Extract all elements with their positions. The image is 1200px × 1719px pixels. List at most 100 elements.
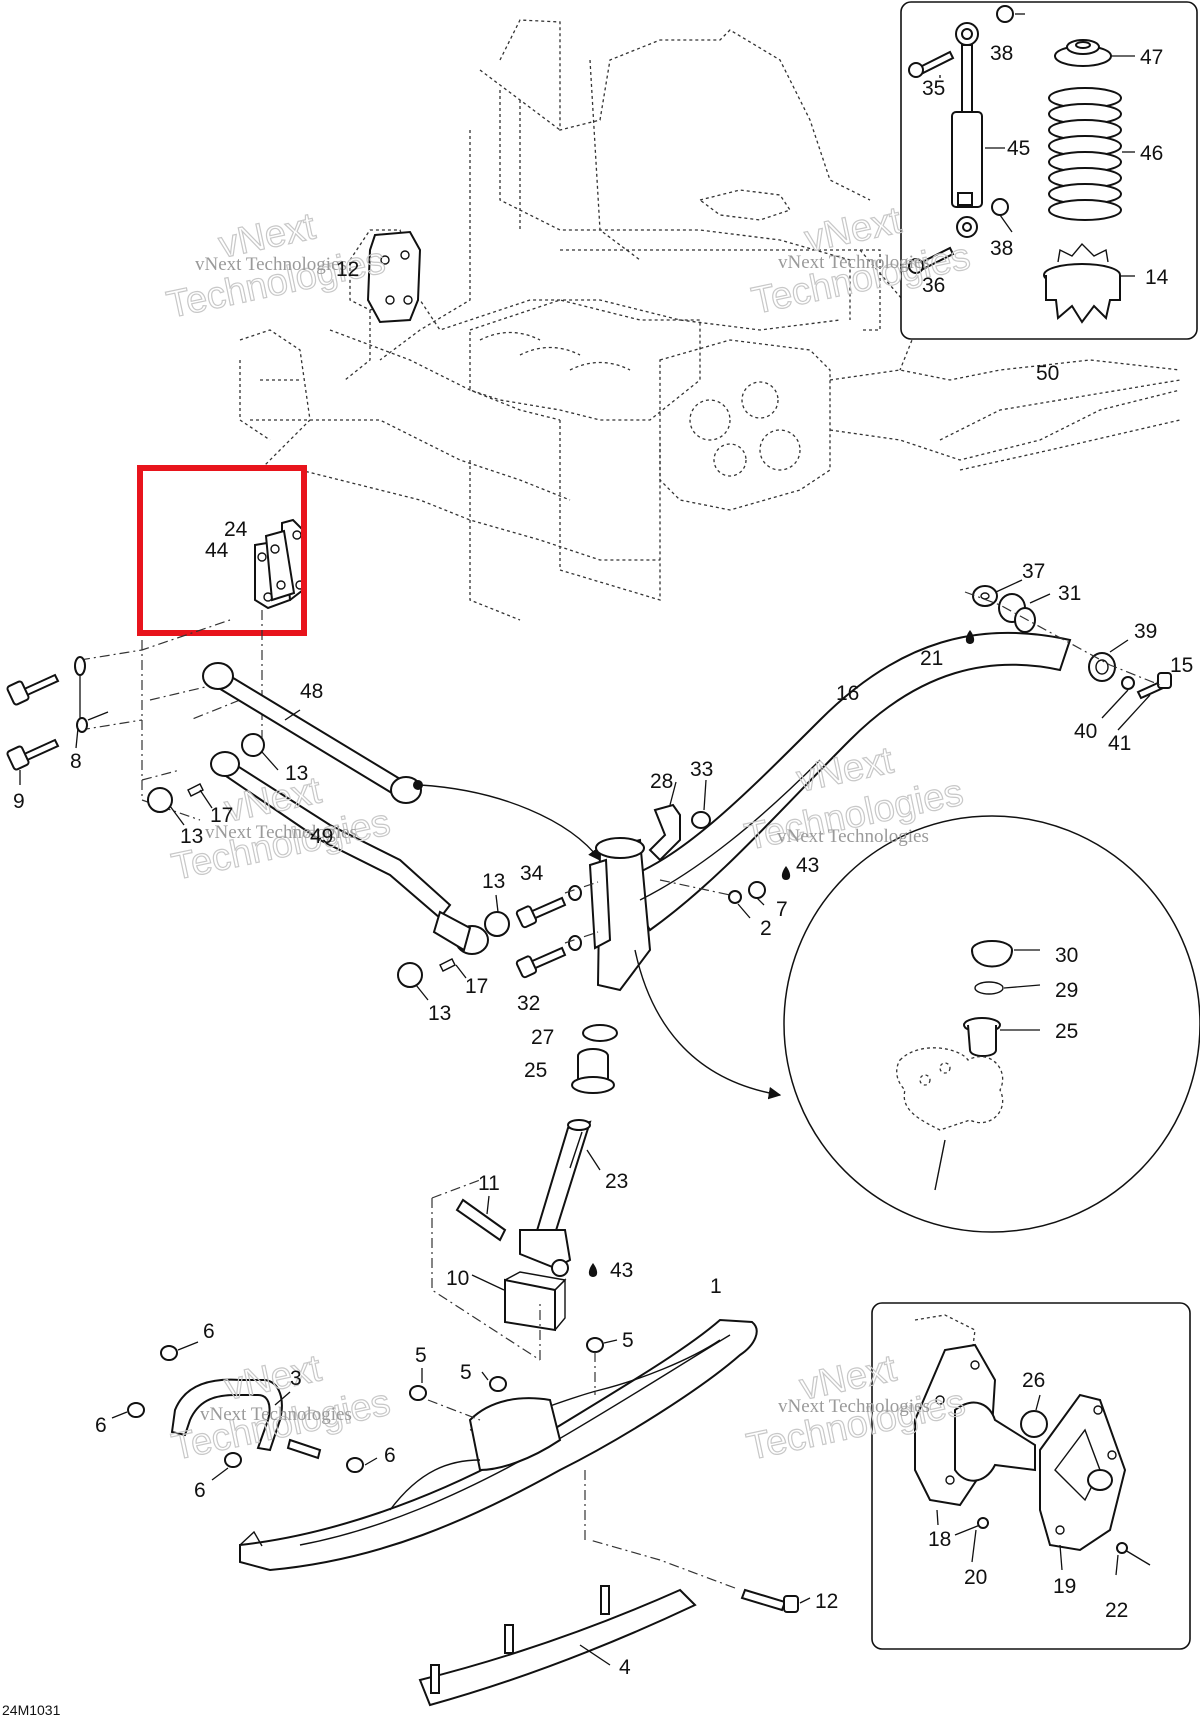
- runner-4[interactable]: [418, 1585, 697, 1707]
- bolt-36[interactable]: [908, 246, 955, 274]
- callout-36: 36: [922, 274, 945, 297]
- ski-leg-16[interactable]: [595, 631, 1072, 992]
- nut-5-b[interactable]: [409, 1385, 427, 1401]
- bolt-12[interactable]: [740, 1588, 799, 1613]
- callout-5-a: 5: [622, 1329, 634, 1352]
- callout-6-a: 6: [203, 1320, 215, 1343]
- nut-38-bottom[interactable]: [991, 198, 1009, 216]
- bolt-41[interactable]: [1136, 672, 1172, 700]
- callout-27: 27: [531, 1026, 554, 1049]
- tie-rod-49[interactable]: [210, 751, 489, 955]
- spring-46[interactable]: [1048, 87, 1122, 221]
- sleeve-17-a[interactable]: [187, 783, 204, 797]
- washer-34[interactable]: [568, 885, 582, 901]
- washer-8[interactable]: [76, 717, 88, 733]
- callout-33: 33: [690, 758, 713, 781]
- washer-32[interactable]: [568, 935, 582, 951]
- callout-47: 47: [1140, 46, 1163, 69]
- rivet-22[interactable]: [1116, 1542, 1151, 1566]
- nut-5-c[interactable]: [489, 1376, 507, 1392]
- callout-39: 39: [1134, 620, 1157, 643]
- callout-3: 3: [290, 1367, 302, 1390]
- o-ring-27[interactable]: [582, 1024, 618, 1042]
- ski-1[interactable]: [239, 1318, 758, 1572]
- tie-rod-48[interactable]: [202, 662, 423, 804]
- washer-40[interactable]: [1121, 676, 1135, 690]
- adjuster-ring-14[interactable]: [1043, 242, 1121, 324]
- callout-5-b: 5: [415, 1344, 427, 1367]
- ski-handle-3[interactable]: [170, 1378, 283, 1452]
- bushing-25-b[interactable]: [963, 1017, 1001, 1057]
- callout-41: 41: [1108, 732, 1131, 755]
- screw-6-d[interactable]: [346, 1457, 364, 1473]
- bolt-32[interactable]: [515, 946, 567, 979]
- bushing-26[interactable]: [1020, 1410, 1048, 1438]
- bushing-25-a[interactable]: [571, 1048, 615, 1094]
- callout-17-b: 17: [465, 975, 488, 998]
- callout-29: 29: [1055, 979, 1078, 1002]
- sleeve-17-b[interactable]: [439, 958, 456, 972]
- threadlocker-drop-43-a: [781, 866, 791, 880]
- bushing-13-a[interactable]: [241, 733, 265, 757]
- top-plate-12[interactable]: [366, 230, 422, 324]
- callout-6-b: 6: [95, 1414, 107, 1437]
- boot-19[interactable]: [1039, 1393, 1127, 1552]
- svg-text:vNext Technologies: vNext Technologies: [205, 822, 357, 843]
- screw-6-b[interactable]: [127, 1402, 145, 1418]
- handle-pin[interactable]: [286, 1438, 322, 1460]
- callout-18: 18: [928, 1528, 951, 1551]
- washer-39[interactable]: [1088, 652, 1116, 682]
- svg-text:vNext Technologies: vNext Technologies: [195, 254, 347, 275]
- bushing-13-d[interactable]: [397, 962, 423, 988]
- bolt-35[interactable]: [908, 50, 955, 78]
- boot-18[interactable]: [914, 1343, 1036, 1507]
- callout-13-a: 13: [285, 762, 308, 785]
- callout-49: 49: [310, 825, 333, 848]
- callout-46: 46: [1140, 142, 1163, 165]
- nut-38-top[interactable]: [996, 5, 1014, 23]
- callout-4: 4: [619, 1656, 631, 1679]
- callout-2: 2: [760, 917, 772, 940]
- nut-33[interactable]: [691, 811, 711, 829]
- callout-25-b: 25: [1055, 1020, 1078, 1043]
- callout-21: 21: [920, 647, 943, 670]
- bolt-9-upper[interactable]: [6, 673, 60, 706]
- svg-text:vNext Technologies: vNext Technologies: [200, 1404, 352, 1425]
- lock-washer-8[interactable]: [74, 656, 86, 676]
- bracket-24-44[interactable]: [254, 518, 305, 610]
- bushing-13-b[interactable]: [147, 787, 173, 813]
- stopper-10[interactable]: [504, 1271, 567, 1332]
- callout-45: 45: [1007, 137, 1030, 160]
- bushing-31[interactable]: [998, 593, 1036, 633]
- rivet-20[interactable]: [954, 1517, 989, 1536]
- cap-30[interactable]: [971, 940, 1013, 968]
- nut-7[interactable]: [748, 881, 766, 899]
- bushing-13-c[interactable]: [484, 911, 510, 937]
- callout-43-a: 43: [796, 854, 819, 877]
- bolt-9-lower[interactable]: [6, 738, 60, 771]
- washer-2[interactable]: [728, 890, 742, 904]
- bushing-37[interactable]: [972, 585, 998, 607]
- screw-6-c[interactable]: [224, 1452, 242, 1468]
- bracket-28[interactable]: [648, 803, 681, 862]
- construction-lines-left: [79, 610, 263, 821]
- callout-12-a: 12: [815, 1590, 838, 1613]
- callout-30: 30: [1055, 944, 1078, 967]
- bolt-34[interactable]: [515, 896, 567, 929]
- pin-11[interactable]: [455, 1198, 507, 1242]
- side-plate[interactable]: [588, 858, 612, 950]
- shock-absorber-45[interactable]: [951, 22, 983, 238]
- spring-seat-47[interactable]: [1054, 39, 1112, 67]
- callout-9: 9: [13, 790, 25, 813]
- callout-10: 10: [446, 1267, 469, 1290]
- circlip-29[interactable]: [974, 981, 1004, 995]
- nut-5-a[interactable]: [586, 1337, 604, 1353]
- nut-43[interactable]: [551, 1259, 569, 1277]
- callout-50: 50: [1036, 362, 1059, 385]
- screw-6-a[interactable]: [160, 1345, 178, 1361]
- detail-box-boot: [871, 1302, 1191, 1650]
- callout-23: 23: [605, 1170, 628, 1193]
- spindle-23[interactable]: [519, 1119, 592, 1270]
- watermarks: Technologies vNext vNext Technologies Te…: [163, 199, 975, 1470]
- threadlocker-drop-43-b: [588, 1263, 598, 1277]
